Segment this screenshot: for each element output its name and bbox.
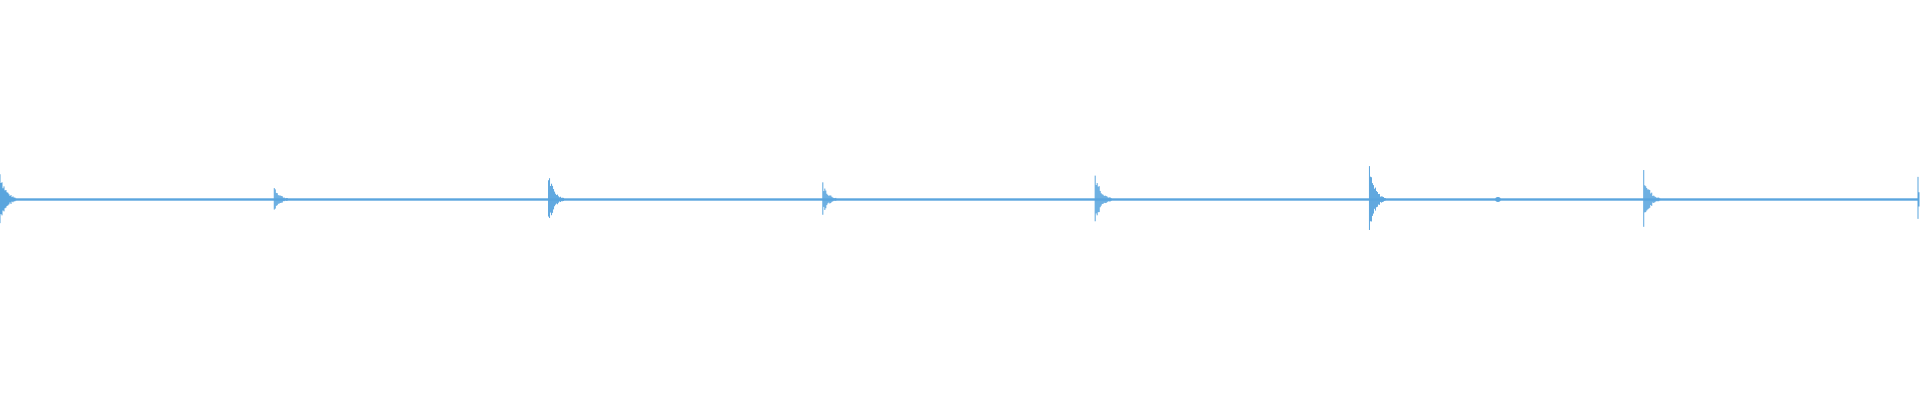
waveform-series — [0, 166, 1920, 230]
burst-3 — [548, 178, 566, 219]
burst-4 — [822, 182, 840, 215]
baseline — [0, 198, 1918, 201]
burst-1 — [0, 174, 17, 224]
minor-blip — [1494, 197, 1501, 202]
burst-6 — [1368, 166, 1386, 230]
burst-2 — [273, 188, 291, 210]
burst-7 — [1643, 170, 1661, 227]
burst-5 — [1094, 175, 1112, 222]
burst-8 — [1917, 176, 1920, 219]
